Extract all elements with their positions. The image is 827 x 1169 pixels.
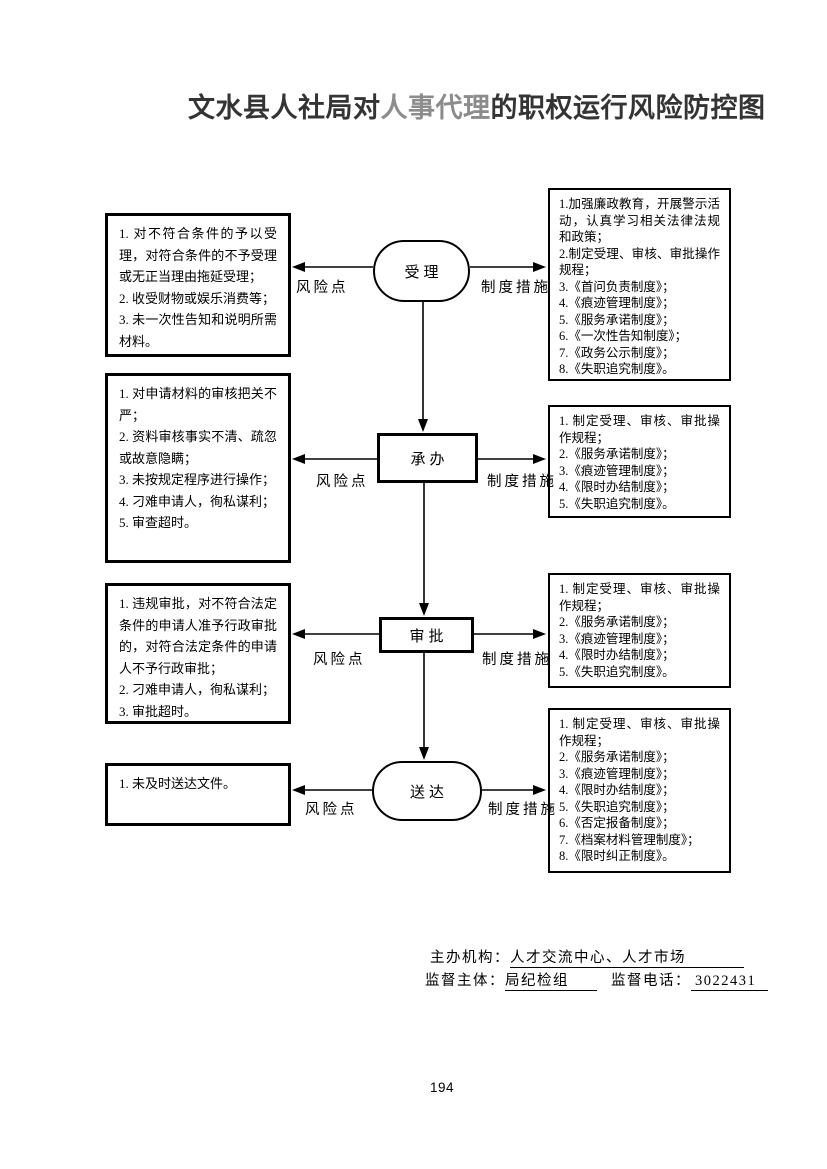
- list-item: 5.《失职追究制度》。: [559, 496, 675, 511]
- list-item: 2.《服务承诺制度》；: [559, 615, 675, 629]
- list-item: 2.《服务承诺制度》；: [559, 750, 675, 764]
- page-title: 文水县人社局对人事代理的职权运行风险防控图: [188, 86, 765, 125]
- measure-caption-accept: 制度措施: [481, 280, 551, 296]
- phone-value: 3022431: [691, 973, 769, 991]
- arrow-measure-accept: [470, 262, 546, 272]
- list-item: 1. 对申请材料的审核把关不严；: [119, 386, 277, 423]
- arrow-measure-handle: [478, 454, 546, 464]
- list-item: 5. 审查超时。: [119, 515, 198, 530]
- arrow-risk-accept: [292, 262, 373, 272]
- list-item: 2. 刁难申请人，徇私谋利；: [119, 682, 276, 697]
- list-item: 8.《失职追究制度》。: [559, 362, 675, 376]
- node-handle: 承办: [377, 433, 478, 483]
- arrow-flow-accept-handle: [418, 302, 428, 432]
- footer-host-organization: 主办机构：人才交流中心、人才市场: [430, 946, 744, 968]
- node-deliver: 送达: [372, 761, 482, 821]
- list-item: 8.《限时纠正制度》。: [559, 849, 675, 863]
- list-item: 3.《首问负责制度》；: [559, 279, 675, 294]
- arrow-measure-approve: [474, 629, 546, 639]
- measure-box-deliver: 1. 制定受理、审核、审批操作规程； 2.《服务承诺制度》； 3.《痕迹管理制度》；…: [548, 708, 731, 873]
- measure-caption-approve: 制度措施: [482, 652, 552, 668]
- node-approve: 审批: [379, 617, 474, 653]
- list-item: 3. 审批超时。: [119, 703, 198, 719]
- host-value: 人才交流中心、人才市场: [510, 946, 744, 968]
- arrow-risk-approve: [292, 629, 379, 639]
- risk-caption-accept: 风险点: [296, 280, 349, 296]
- list-item: 3. 未一次性告知和说明所需材料。: [119, 312, 277, 349]
- list-item: 2.制定受理、审核、审批操作规程；: [559, 246, 720, 278]
- footer-supervision: 监督主体：局纪检组监督电话：3022431: [425, 969, 769, 991]
- supervisor-label: 监督主体：: [425, 973, 505, 989]
- arrow-flow-handle-approve: [419, 483, 429, 616]
- title-prefix: 文水县人社局对: [188, 93, 381, 123]
- risk-caption-handle: 风险点: [316, 474, 369, 490]
- arrow-measure-deliver: [482, 785, 546, 795]
- list-item: 2. 收受财物或娱乐消费等；: [119, 290, 276, 306]
- list-item: 1. 对不符合条件的予以受理，对符合条件的不予受理或无正当理由拖延受理；: [119, 226, 277, 284]
- host-label: 主办机构：: [430, 950, 510, 966]
- list-item: 6.《一次性告知制度》；: [559, 329, 688, 343]
- list-item: 1. 制定受理、审核、审批操作规程；: [559, 717, 720, 748]
- list-item: 2. 资料审核事实不清、疏忽或故意隐瞒；: [119, 429, 277, 466]
- node-accept: 受理: [373, 240, 470, 302]
- risk-caption-deliver: 风险点: [305, 802, 358, 818]
- arrow-flow-approve-deliver: [419, 653, 429, 760]
- list-item: 1. 制定受理、审核、审批操作规程；: [559, 582, 720, 613]
- title-suffix: 的职权运行风险防控图: [490, 93, 766, 123]
- arrow-risk-handle: [292, 454, 377, 464]
- list-item: 7.《政务公示制度》；: [559, 345, 675, 360]
- measure-box-handle: 1. 制定受理、审核、审批操作规程； 2.《服务承诺制度》； 3.《痕迹管理制度》；…: [548, 405, 731, 518]
- risk-box-handle: 1. 对申请材料的审核把关不严； 2. 资料审核事实不清、疏忽或故意隐瞒； 3. 未…: [105, 373, 291, 563]
- list-item: 5.《服务承诺制度》；: [559, 312, 675, 327]
- list-item: 7.《档案材料管理制度》；: [559, 832, 700, 847]
- measure-box-approve: 1. 制定受理、审核、审批操作规程； 2.《服务承诺制度》； 3.《痕迹管理制度》；…: [548, 573, 731, 688]
- list-item: 1. 违规审批，对不符合法定条件的申请人准予行政审批的，对符合法定条件的申请人不…: [119, 596, 277, 676]
- list-item: 1.加强廉政教育，开展警示活动，认真学习相关法律法规和政策；: [559, 197, 720, 244]
- measure-box-accept: 1.加强廉政教育，开展警示活动，认真学习相关法律法规和政策；2.制定受理、审核、…: [548, 188, 731, 381]
- measure-caption-handle: 制度措施: [487, 474, 557, 490]
- list-item: 3. 未按规定程序进行操作；: [119, 472, 276, 487]
- list-item: 6.《否定报备制度》；: [559, 816, 675, 830]
- phone-label: 监督电话：: [611, 973, 691, 989]
- list-item: 4.《限时办结制度》；: [559, 648, 675, 662]
- page-number: 194: [430, 1080, 455, 1095]
- list-item: 1. 未及时送达文件。: [119, 776, 237, 791]
- risk-box-accept: 1. 对不符合条件的予以受理，对符合条件的不予受理或无正当理由拖延受理； 2. 收…: [105, 213, 291, 357]
- list-item: 4.《限时办结制度》；: [559, 783, 675, 797]
- list-item: 4.《痕迹管理制度》；: [559, 296, 675, 310]
- arrow-risk-deliver: [292, 785, 372, 795]
- list-item: 3.《痕迹管理制度》；: [559, 631, 675, 646]
- risk-box-deliver: 1. 未及时送达文件。: [105, 763, 291, 826]
- list-item: 5.《失职追究制度》；: [559, 799, 675, 814]
- risk-box-approve: 1. 违规审批，对不符合法定条件的申请人准予行政审批的，对符合法定条件的申请人不…: [105, 583, 291, 724]
- title-highlight: 人事代理: [380, 93, 491, 123]
- risk-caption-approve: 风险点: [313, 652, 366, 668]
- list-item: 5.《失职追究制度》。: [559, 664, 675, 679]
- measure-caption-deliver: 制度措施: [488, 802, 558, 818]
- list-item: 3.《痕迹管理制度》；: [559, 463, 675, 478]
- list-item: 1. 制定受理、审核、审批操作规程；: [559, 414, 720, 445]
- list-item: 2.《服务承诺制度》；: [559, 447, 675, 461]
- list-item: 4. 刁难申请人，徇私谋利；: [119, 493, 276, 509]
- supervisor-value: 局纪检组: [505, 969, 597, 991]
- list-item: 3.《痕迹管理制度》；: [559, 766, 675, 781]
- list-item: 4.《限时办结制度》；: [559, 480, 675, 494]
